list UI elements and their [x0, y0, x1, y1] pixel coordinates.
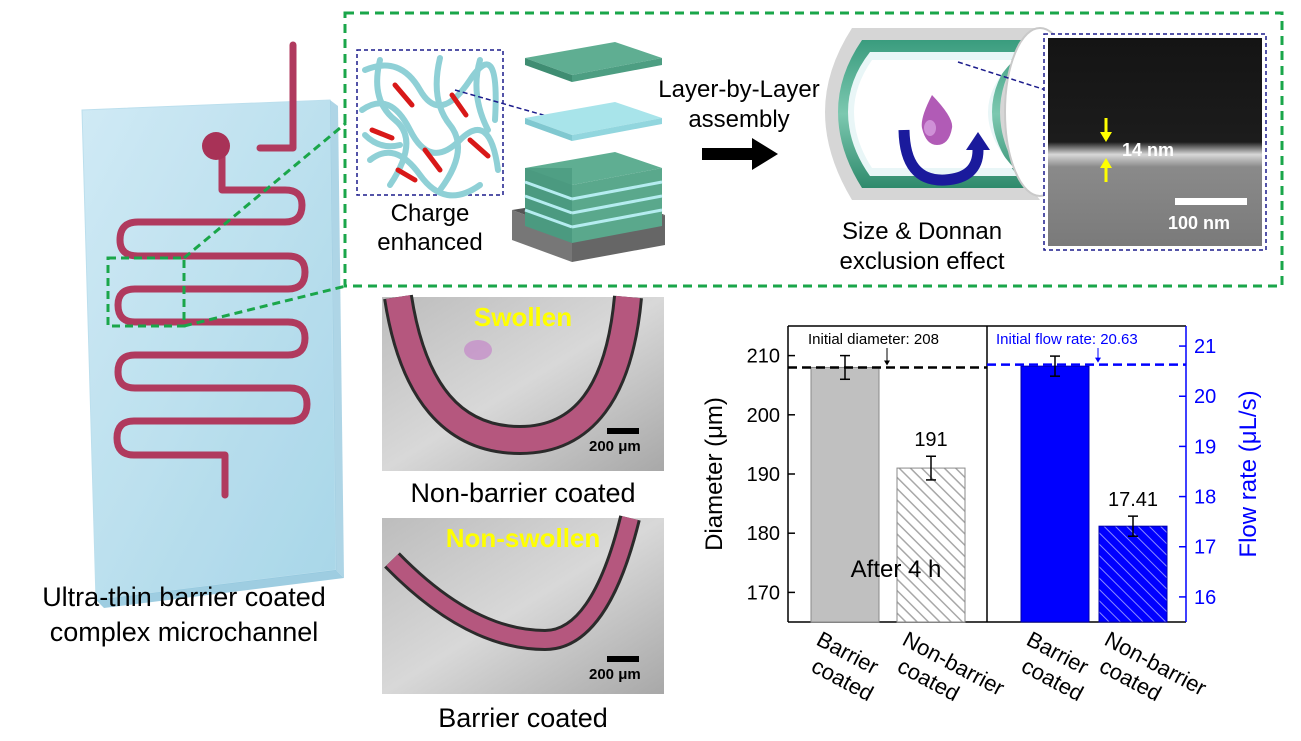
crosslink-marks	[369, 82, 491, 183]
barrier-caption: Barrier coated	[438, 703, 608, 733]
initial-diameter-label: Initial diameter: 208	[808, 331, 939, 348]
assembly-arrow	[702, 138, 778, 170]
initial-flow-label: Initial flow rate: 20.63	[996, 331, 1138, 348]
zoom-line-bottom	[183, 284, 347, 328]
exclusion-label-line1: Size & Donnan	[841, 218, 1003, 245]
right-axis-title: Flow rate (μL/s)	[1235, 390, 1262, 557]
bar-value-label: 191	[914, 429, 947, 451]
device-caption-line1: Ultra-thin barrier coated	[42, 582, 326, 612]
sem-scale-bar	[1175, 198, 1247, 205]
sem-image	[1048, 38, 1262, 246]
right-tick-label: 21	[1194, 336, 1216, 358]
device-caption-line2: complex microchannel	[49, 617, 319, 647]
right-tick-label: 19	[1194, 436, 1216, 458]
non-swollen-label: Non-swollen	[445, 523, 601, 553]
category-label: Barriercoated	[800, 626, 889, 706]
category-label: Non-barriercoated	[886, 626, 1008, 723]
coated-channel-icon	[825, 27, 1076, 200]
zoom-region-box	[106, 256, 186, 328]
polymer-network-icon	[359, 55, 501, 199]
bar	[810, 366, 880, 623]
left-tick-label: 210	[747, 346, 780, 368]
coating-arrow	[957, 61, 1053, 93]
charge-label-line1: Charge	[390, 200, 470, 227]
category-label: Barriercoated	[1010, 626, 1099, 706]
micrograph-scale-bar-top	[607, 428, 639, 434]
left-tick-label: 190	[747, 464, 780, 486]
right-tick-label: 20	[1194, 386, 1216, 408]
bar	[1098, 525, 1168, 623]
serpentine-microchannel	[113, 41, 311, 499]
exclusion-label-line2: exclusion effect	[839, 248, 1005, 275]
swollen-label: Swollen	[473, 302, 573, 332]
right-tick-label: 16	[1194, 587, 1216, 609]
left-tick-label: 170	[747, 582, 780, 604]
non-barrier-caption: Non-barrier coated	[410, 478, 636, 508]
sem-scale-label: 100 nm	[1168, 213, 1231, 233]
thickness-arrowhead-bottom	[1100, 158, 1112, 168]
sem-thickness-label: 14 nm	[1122, 140, 1175, 160]
left-tick-label: 180	[747, 523, 780, 545]
inlet-reservoir	[202, 132, 230, 160]
non-swollen-channel-shape	[384, 515, 641, 652]
assembly-label-line1: Layer-by-Layer	[658, 76, 820, 103]
thickness-arrowhead-top	[1100, 132, 1112, 142]
swollen-channel-shape	[383, 294, 643, 456]
bar	[896, 467, 966, 623]
scale-label-top: 200 μm	[589, 438, 641, 455]
right-tick-label: 17	[1194, 537, 1216, 559]
right-tick-label: 18	[1194, 487, 1216, 509]
zoom-panel-border	[343, 11, 1284, 288]
micrograph-scale-bar-bottom	[607, 656, 639, 662]
scale-label-bottom: 200 μm	[589, 666, 641, 683]
after-4h-annotation: After 4 h	[851, 556, 942, 583]
initial-flow-pointer-head	[1095, 357, 1101, 363]
category-label: Non-barriercoated	[1088, 626, 1210, 723]
left-axis-title: Diameter (μm)	[701, 397, 728, 551]
bar-value-label: 17.41	[1108, 489, 1158, 511]
zoom-line-top	[183, 121, 347, 260]
charge-label-line2: enhanced	[377, 229, 483, 256]
left-tick-label: 200	[747, 405, 780, 427]
bar	[1020, 365, 1090, 623]
initial-diameter-pointer-head	[884, 360, 890, 366]
layer-stack-icon	[512, 42, 665, 262]
assembly-label-line2: assembly	[688, 106, 790, 133]
